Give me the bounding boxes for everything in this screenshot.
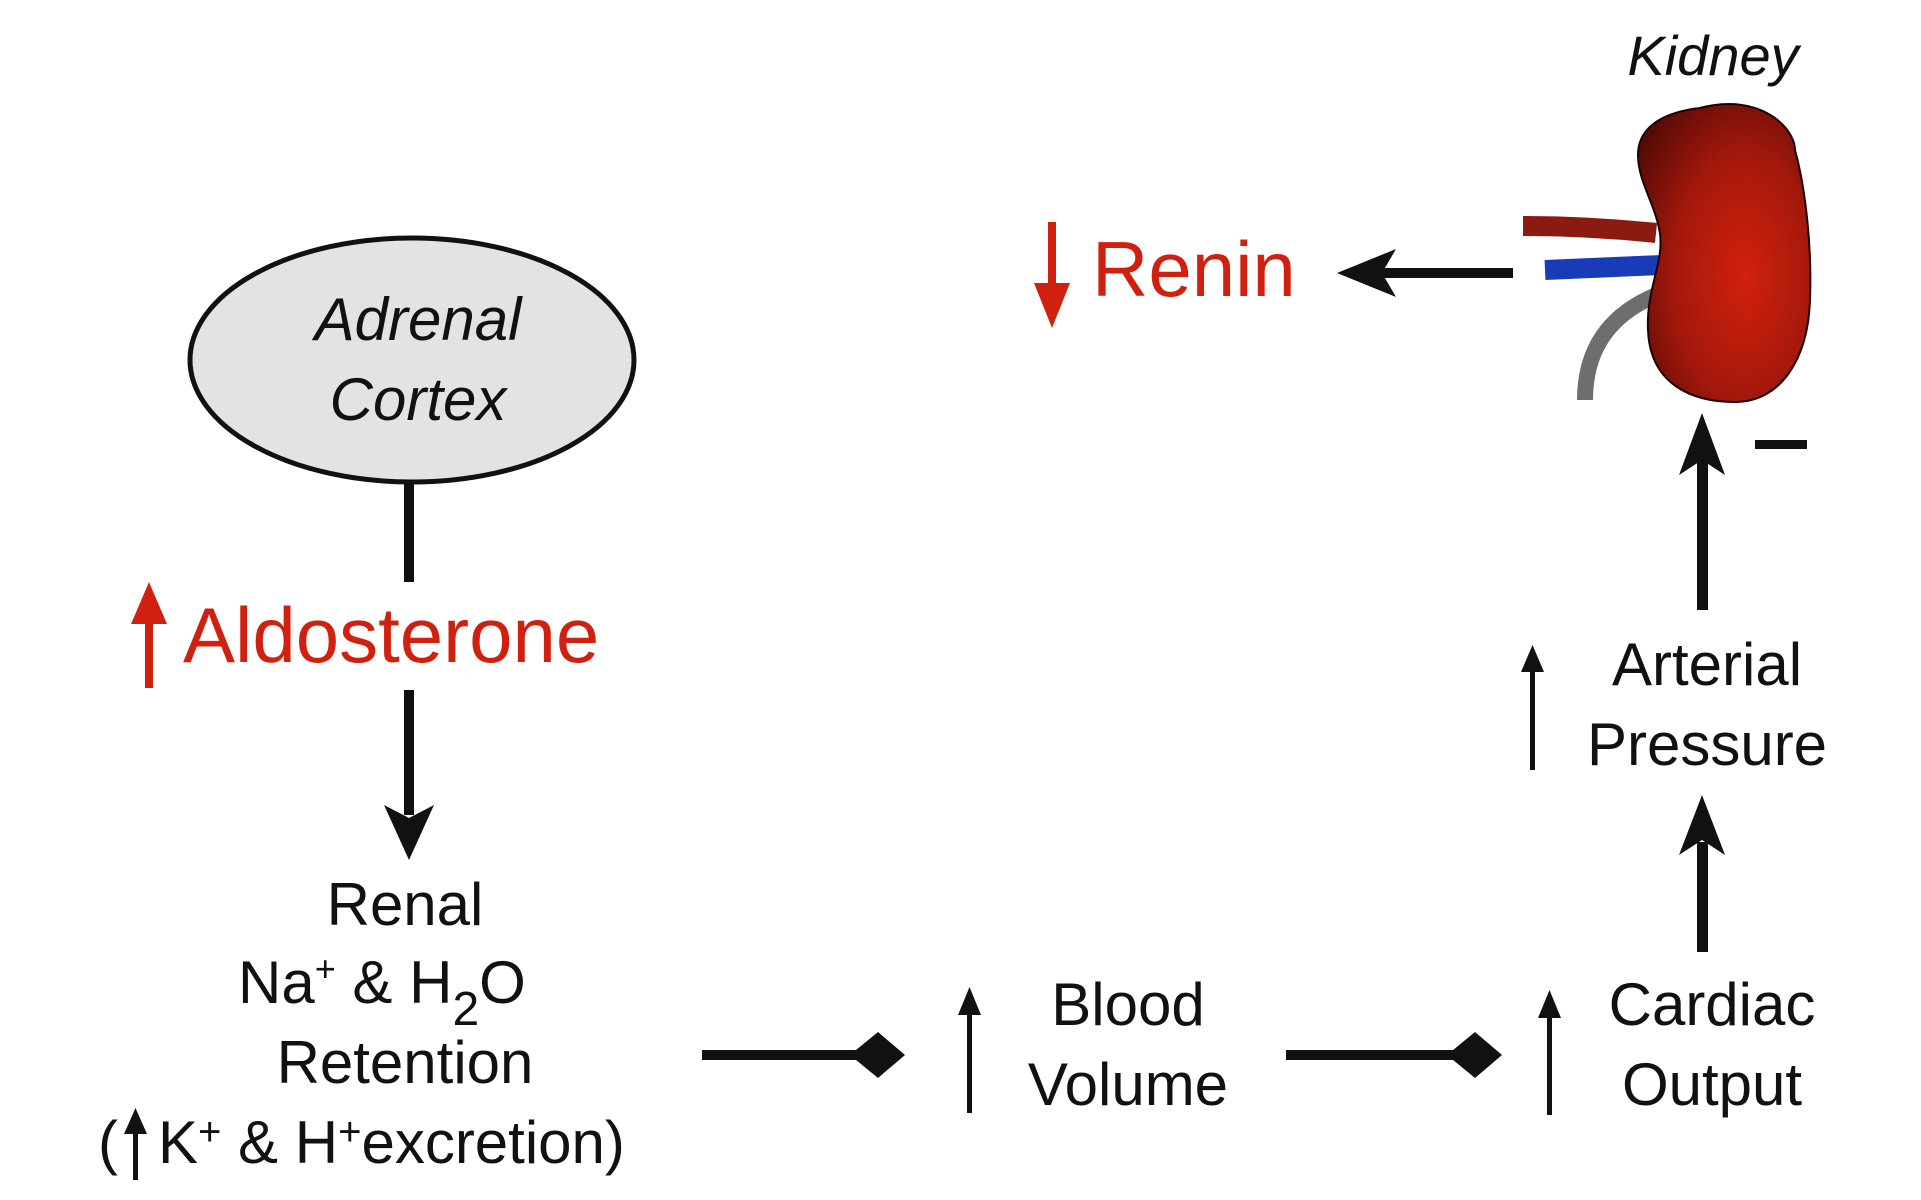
arrow-arterial-pressure-to-kidney: [1679, 413, 1725, 610]
arterial-pressure-line2: Pressure: [1587, 711, 1827, 778]
negative-feedback-sign: [1755, 440, 1807, 449]
blood-volume-up-arrow-icon: [958, 987, 981, 1113]
aldosterone-label: Aldosterone: [183, 591, 599, 679]
adrenal-label-line1: Adrenal: [312, 286, 523, 353]
renal-vein-icon: [1544, 255, 1663, 280]
arterial-pressure-line1: Arterial: [1612, 631, 1802, 698]
arrow-kidney-to-renin: [1337, 249, 1513, 297]
cardiac-output-node: Cardiac Output: [1538, 971, 1815, 1118]
excretion-up-arrow-icon: [124, 1108, 147, 1180]
aldosterone-node: Aldosterone: [131, 582, 599, 688]
arrow-blood-volume-to-cardiac-output: [1286, 1032, 1502, 1078]
renal-artery-icon: [1522, 216, 1658, 243]
renal-line3: Retention: [277, 1029, 534, 1096]
blood-volume-line2: Volume: [1028, 1051, 1228, 1118]
renin-down-arrow-icon: [1034, 222, 1070, 328]
kidney-label: Kidney: [1627, 24, 1801, 87]
kidney-icon: [1636, 103, 1812, 404]
adrenal-label-line2: Cortex: [330, 366, 509, 433]
cardiac-output-up-arrow-icon: [1538, 990, 1561, 1115]
renal-line1: Renal: [327, 871, 484, 938]
cardiac-output-line2: Output: [1622, 1051, 1802, 1118]
renal-retention-node: Renal Na+ & H2O Retention ( K+ & H+excre…: [98, 871, 625, 1180]
kidney-node: Kidney: [1522, 24, 1812, 404]
cardiac-output-line1: Cardiac: [1609, 971, 1816, 1038]
renin-label: Renin: [1092, 225, 1296, 313]
adrenal-cortex-node: Adrenal Cortex: [187, 235, 637, 485]
renal-line4: ( K+ & H+excretion): [98, 1108, 625, 1180]
blood-volume-node: Blood Volume: [958, 971, 1228, 1118]
arrow-cardiac-output-to-arterial-pressure: [1679, 795, 1725, 952]
blood-volume-line1: Blood: [1051, 971, 1204, 1038]
renal-open-paren: (: [98, 1109, 118, 1176]
renal-line2: Na+ & H2O: [238, 948, 526, 1036]
arterial-pressure-node: Arterial Pressure: [1521, 631, 1827, 778]
adrenal-cortex-ellipse: [187, 235, 637, 485]
aldosterone-up-arrow-icon: [131, 582, 167, 688]
renin-node: Renin: [1034, 222, 1296, 328]
adrenal-connector-line: [404, 482, 414, 582]
arterial-pressure-up-arrow-icon: [1521, 645, 1544, 770]
arrow-renal-to-blood-volume: [702, 1032, 905, 1078]
arrow-aldosterone-to-renal: [384, 690, 434, 860]
renal-excretion-text: K+ & H+excretion): [158, 1109, 625, 1176]
